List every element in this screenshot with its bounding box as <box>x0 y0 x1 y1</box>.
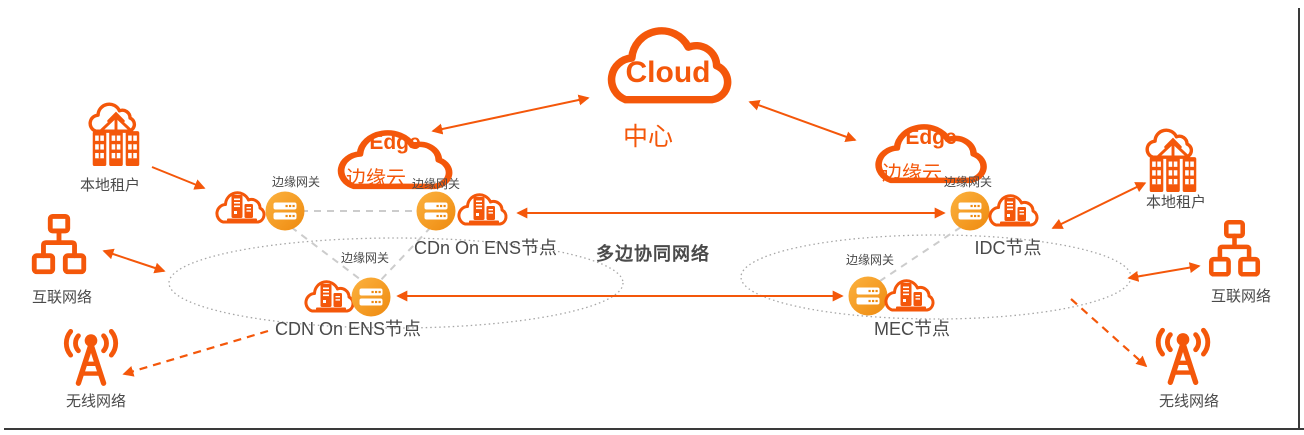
page-border-right <box>1298 8 1300 430</box>
mec-gateway-icon <box>848 276 888 316</box>
center-cloud-title: Cloud <box>625 56 711 89</box>
wireless-left-icon <box>66 331 115 383</box>
arrow-idc-to-tenantR <box>1051 182 1147 229</box>
dashed-arrows <box>122 298 1148 377</box>
gateway-label-cdn-lower: 边缘网关 <box>340 251 389 265</box>
gateway-label-idc: 边缘网关 <box>943 175 992 189</box>
internet-left-label: 互联网络 <box>31 289 92 306</box>
arrow-ellipseR-to-internetR <box>1127 262 1201 282</box>
wireless-left-label: 无线网络 <box>65 393 126 410</box>
cdn-ens-lower-cloud-server-icon <box>304 280 355 313</box>
idc-gateway-icon <box>950 191 990 231</box>
arrow-internetL-ellipseL <box>102 248 166 274</box>
left-node-group-ellipse <box>168 237 624 329</box>
arrow-tenantL-to-nodeA <box>151 166 206 190</box>
gateway-label-node-a: 边缘网关 <box>271 175 320 189</box>
node-a-gateway-icon <box>265 191 305 231</box>
wireless-right-icon <box>1158 330 1208 382</box>
idc-cloud-server-icon <box>988 194 1039 227</box>
edge-left-label: 边缘云 <box>346 168 406 190</box>
cdn-ens-lower-gateway-icon <box>351 277 391 317</box>
cdn-ens-upper-cloud-server-icon <box>457 193 508 226</box>
gateway-label-mec: 边缘网关 <box>845 253 894 267</box>
local-tenant-left-label: 本地租户 <box>79 177 140 194</box>
node-a-cloud-server-icon <box>215 191 266 224</box>
local-tenant-left-icon <box>88 102 141 168</box>
arrow-cloud-edgeR <box>748 100 857 142</box>
center-cloud-label: 中心 <box>622 123 673 151</box>
page-border-bottom <box>4 428 1304 430</box>
mec-node-label: MEC节点 <box>874 319 950 339</box>
edge-right-title: Edge <box>905 126 957 149</box>
dashed-arrow-to-wirelessL <box>122 329 269 377</box>
cdn-ens-lower-label: CDN On ENS节点 <box>274 319 422 339</box>
gateway-mesh-dashes <box>288 210 962 284</box>
cdn-ens-upper-gateway-icon <box>416 191 456 231</box>
cdn-ens-upper-label: CDn On ENS节点 <box>413 238 558 258</box>
edge-right-label: 边缘云 <box>882 163 942 185</box>
dash-gwA-gwC <box>290 226 366 284</box>
edge-left-title: Edge <box>369 131 421 154</box>
internet-left-icon <box>34 216 84 271</box>
gateway-label-cdn-upper: 边缘网关 <box>411 177 460 191</box>
local-tenant-right-icon <box>1145 128 1198 194</box>
idc-node-label: IDC节点 <box>974 238 1042 258</box>
dash-gwIDC-gwMEC <box>876 226 962 284</box>
internet-right-icon <box>1211 222 1258 274</box>
mec-cloud-server-icon <box>884 279 935 312</box>
solid-arrows <box>102 94 1201 302</box>
core-network-label: 多边协同网络 <box>596 244 710 264</box>
right-node-group-ellipse <box>740 234 1132 320</box>
arrow-edgeL-cloud <box>431 94 590 135</box>
internet-right-label: 互联网络 <box>1210 288 1271 305</box>
local-tenant-right-label: 本地租户 <box>1145 194 1206 211</box>
dashed-arrow-to-wirelessR <box>1070 298 1148 368</box>
wireless-right-label: 无线网络 <box>1158 393 1219 410</box>
